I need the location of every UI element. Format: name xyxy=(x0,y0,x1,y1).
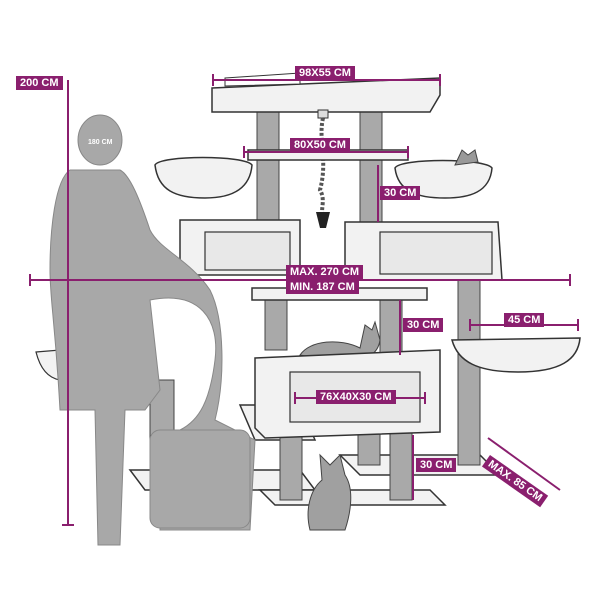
post-gap-label: 30 CM xyxy=(380,186,421,200)
right-hammock xyxy=(451,337,581,373)
height-total-label: 200 CM xyxy=(16,76,63,90)
scratching-posts xyxy=(149,103,481,501)
left-bowl-hammock xyxy=(154,156,253,199)
rope-toy xyxy=(316,109,330,228)
cave-dimension-label: 76X40X30 CM xyxy=(316,390,396,404)
left-cave-box xyxy=(179,219,301,276)
right-cave-box xyxy=(344,221,503,281)
bottom-post-label: 30 CM xyxy=(416,458,457,472)
width-min-label: MIN. 187 CM xyxy=(286,280,359,294)
hammock-width-label: 45 CM xyxy=(504,313,545,327)
person-height-label: 180 CM xyxy=(88,139,113,146)
mid-post-label: 30 CM xyxy=(403,318,444,332)
width-max-label: MAX. 270 CM xyxy=(286,265,364,279)
sitting-cat-icon xyxy=(307,453,352,531)
sleeping-cat-icon xyxy=(454,149,479,166)
person-silhouette xyxy=(49,114,256,546)
second-platform-label: 80X50 CM xyxy=(290,138,350,152)
top-platform-label: 98X55 CM xyxy=(295,66,355,80)
